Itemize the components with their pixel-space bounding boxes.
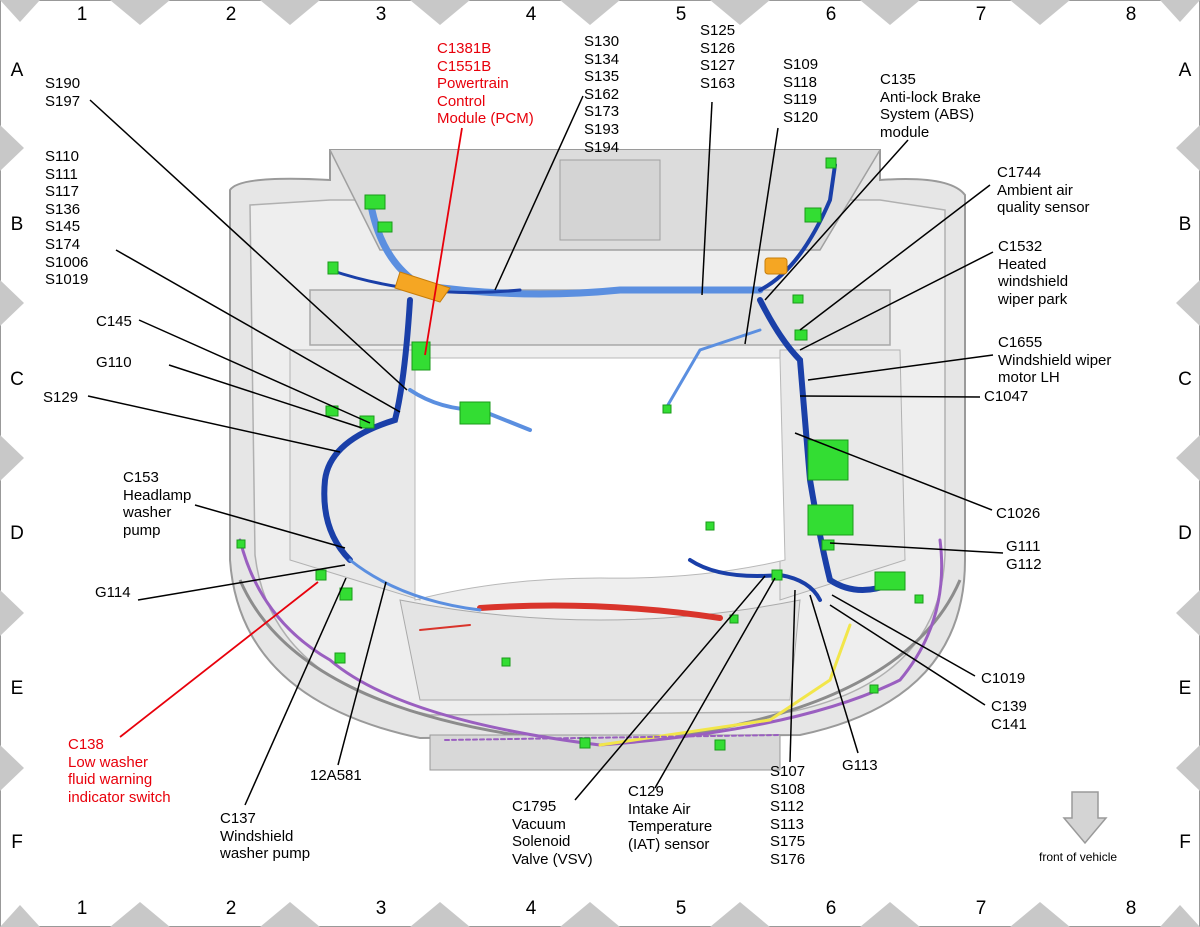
label-c1026: C1026	[996, 505, 1041, 522]
label-s110-group: S110 S111 S117 S136 S145 S174 S1006 S101…	[45, 148, 89, 289]
grid-col-7-bottom: 7	[975, 898, 987, 919]
label-c1047: C1047	[984, 388, 1029, 405]
grid-row-e-left: E	[10, 678, 24, 699]
label-s190-s197: S190 S197	[45, 75, 81, 110]
grid-col-3-bottom: 3	[375, 898, 387, 919]
grid-col-6-top: 6	[825, 4, 837, 25]
grid-row-b-left: B	[10, 214, 24, 235]
label-s130-group: S130 S134 S135 S162 S173 S193 S194	[584, 33, 620, 156]
label-c135-abs-module: C135 Anti-lock Brake System (ABS) module	[880, 71, 981, 141]
label-12a581: 12A581	[310, 767, 362, 784]
grid-col-5-bottom: 5	[675, 898, 687, 919]
label-c145: C145	[96, 313, 132, 330]
grid-col-4-bottom: 4	[525, 898, 537, 919]
grid-col-6-bottom: 6	[825, 898, 837, 919]
grid-col-2-top: 2	[225, 4, 237, 25]
grid-row-e-right: E	[1178, 678, 1192, 699]
label-s107-group: S107 S108 S112 S113 S175 S176	[770, 763, 806, 868]
label-c139-c141: C139 C141	[991, 698, 1027, 733]
grid-col-5-top: 5	[675, 4, 687, 25]
label-s129: S129	[43, 389, 79, 406]
grid-top-markers	[0, 0, 1200, 25]
label-c1532-wiper-park: C1532 Heated windshield wiper park	[998, 238, 1069, 308]
grid-row-c-right: C	[1178, 369, 1192, 390]
label-c1381b-pcm: C1381B C1551B Powertrain Control Module …	[437, 40, 534, 128]
grid-col-7-top: 7	[975, 4, 987, 25]
grid-bottom-markers	[0, 902, 1200, 927]
grid-row-b-right: B	[1178, 214, 1192, 235]
label-s109-group: S109 S118 S119 S120	[783, 56, 819, 126]
grid-row-a-right: A	[1178, 60, 1192, 81]
label-g110: G110	[96, 354, 132, 371]
grid-col-2-bottom: 2	[225, 898, 237, 919]
grid-row-f-left: F	[11, 832, 23, 853]
label-g113: G113	[842, 757, 878, 774]
leader-lines	[87, 95, 1004, 806]
label-c1019: C1019	[981, 670, 1026, 687]
grid-col-8-top: 8	[1125, 4, 1137, 25]
grid-col-8-bottom: 8	[1125, 898, 1137, 919]
grid-row-c-left: C	[10, 369, 24, 390]
label-c1744-air-quality-sensor: C1744 Ambient air quality sensor	[997, 164, 1090, 217]
grid-row-a-left: A	[10, 60, 24, 81]
front-arrow-icon	[1062, 791, 1108, 845]
label-c153-headlamp-washer-pump: C153 Headlamp washer pump	[123, 469, 192, 539]
label-front-of-vehicle: front of vehicle	[1039, 850, 1118, 864]
grid-row-f-right: F	[1179, 832, 1191, 853]
grid-col-3-top: 3	[375, 4, 387, 25]
grid-row-d-right: D	[1178, 523, 1192, 544]
label-g111-g112: G111 G112	[1006, 538, 1042, 573]
red-leader-lines	[119, 127, 463, 738]
grid-side-markers	[0, 125, 1200, 791]
label-g114: G114	[95, 584, 131, 601]
grid-col-1-bottom: 1	[76, 898, 88, 919]
label-c137-windshield-washer-pump: C137 Windshield washer pump	[220, 810, 311, 863]
connectors	[236, 157, 924, 751]
label-c1655-wiper-motor: C1655 Windshield wiper motor LH	[998, 334, 1112, 387]
label-c1795-vsv: C1795 Vacuum Solenoid Valve (VSV)	[512, 798, 593, 868]
vehicle-body	[229, 149, 966, 771]
grid-row-d-left: D	[10, 523, 24, 544]
grid-col-4-top: 4	[525, 4, 537, 25]
label-c138-low-washer-fluid-switch: C138 Low washer fluid warning indicator …	[68, 736, 171, 806]
orange-connectors	[394, 257, 788, 303]
grid-col-1-top: 1	[76, 4, 88, 25]
label-c129-iat-sensor: C129 Intake Air Temperature (IAT) sensor	[628, 783, 713, 853]
label-s125-group: S125 S126 S127 S163	[700, 22, 736, 92]
